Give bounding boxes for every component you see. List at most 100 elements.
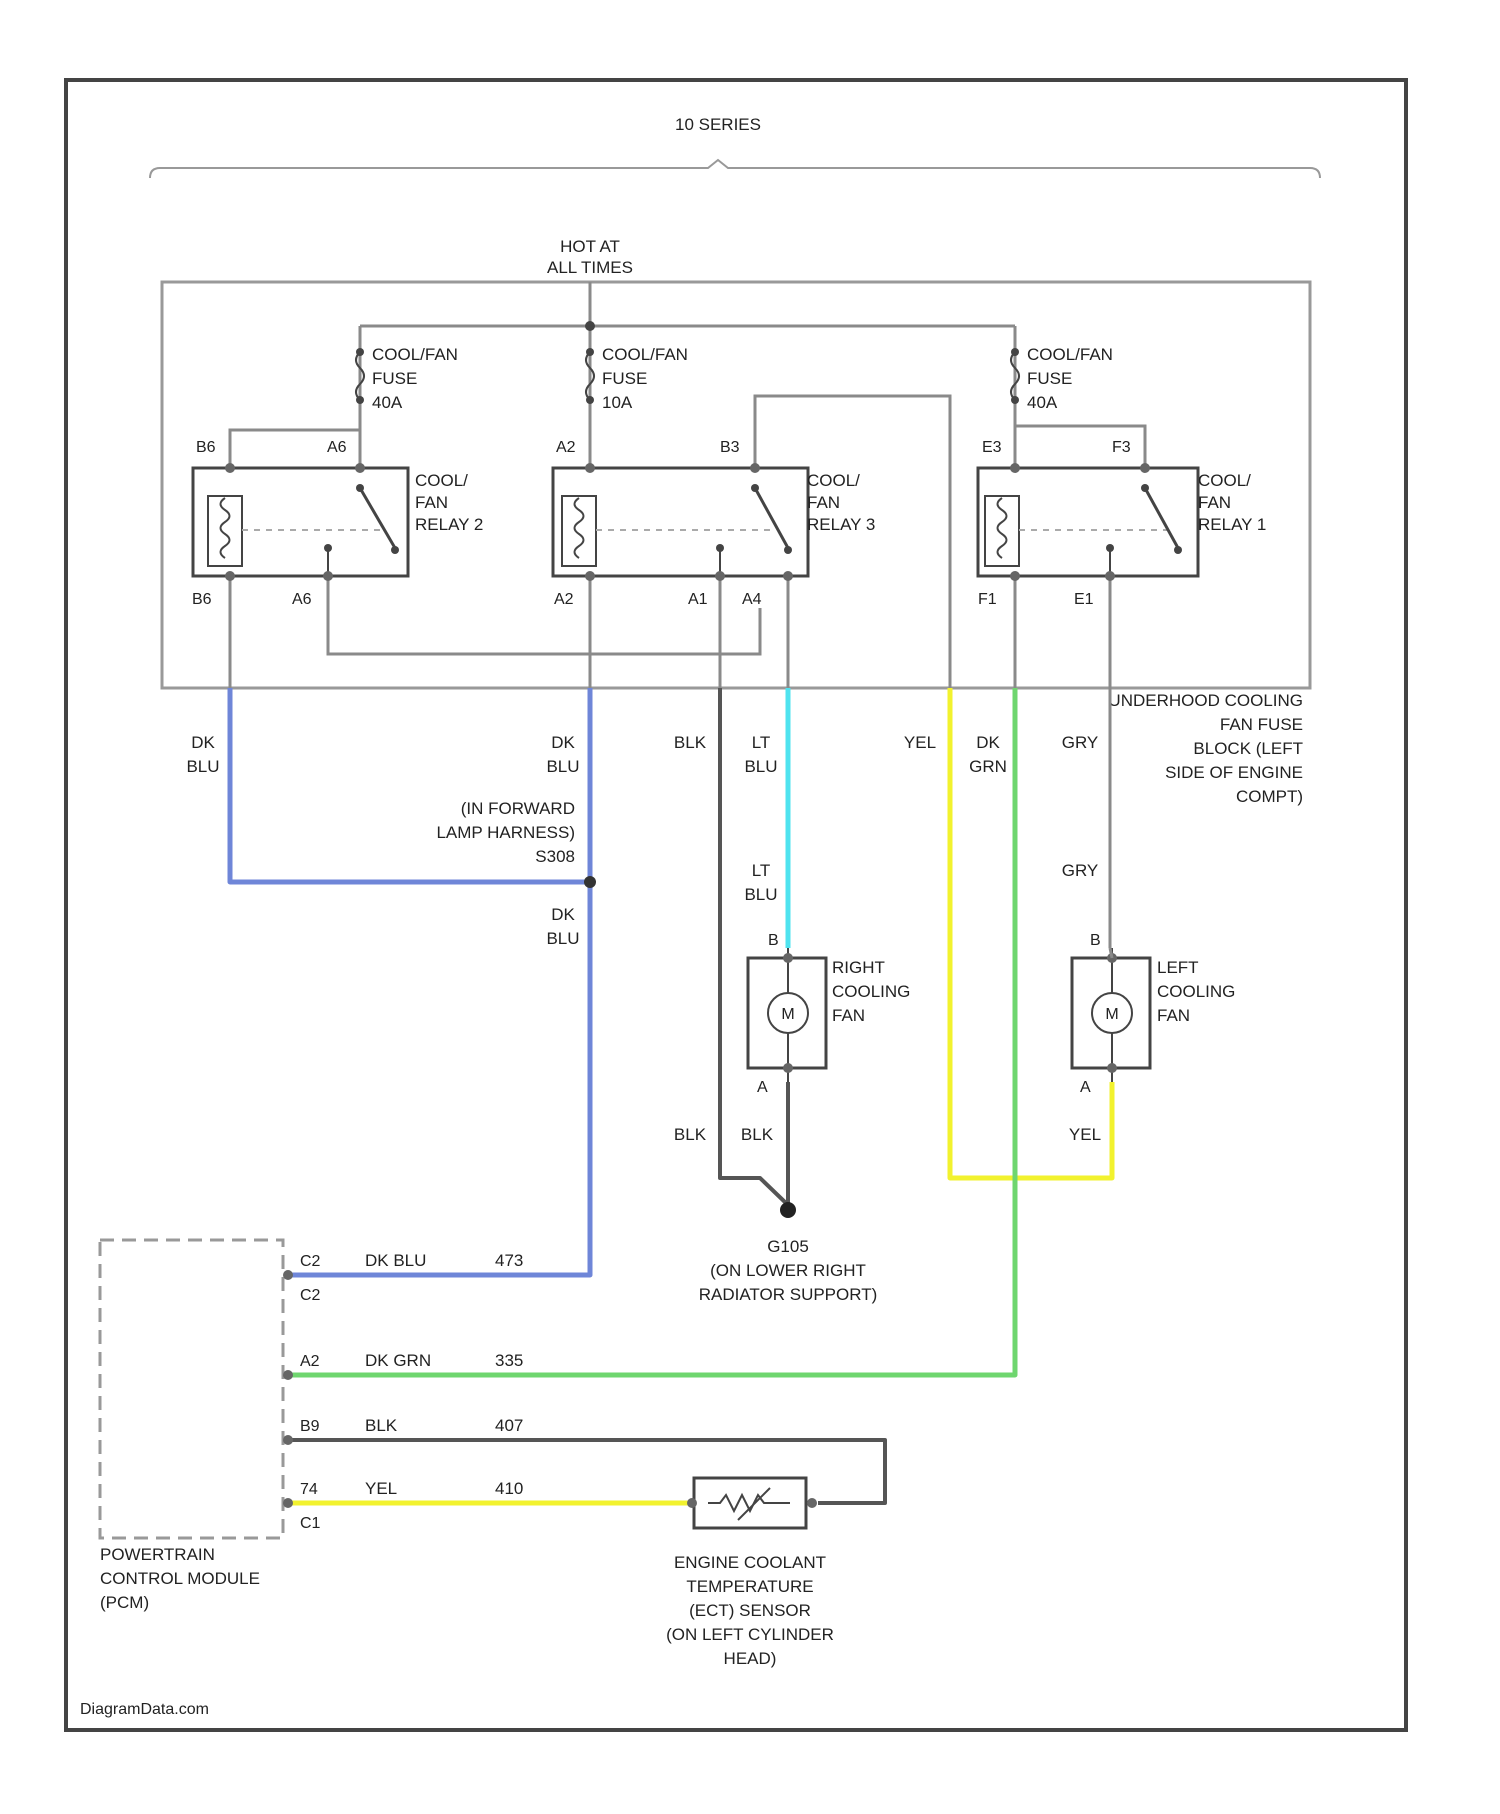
wire-label-dk-1: DK — [191, 733, 215, 752]
pcm-row-2-circuit: 335 — [495, 1351, 523, 1370]
pin-r1-bot-left: F1 — [978, 591, 997, 608]
pcm-row-3-color: BLK — [365, 1416, 398, 1435]
pcm-row-1-conn: C2 — [300, 1287, 321, 1304]
relay-3-label-3: RELAY 3 — [807, 515, 875, 534]
pcm-row-2-pin: A2 — [300, 1353, 320, 1370]
splice-node — [584, 876, 596, 888]
pcm-row-4-pin: 74 — [300, 1481, 318, 1498]
wire-label-lt-1: LT — [752, 733, 771, 752]
fuse-2-label-2: FUSE — [602, 369, 647, 388]
relay-2-label-3: RELAY 2 — [415, 515, 483, 534]
right-fan-pin-b: B — [768, 932, 779, 949]
power-label-line1: HOT AT — [560, 237, 620, 256]
pcm-row-3-pin: B9 — [300, 1418, 320, 1435]
ground-point — [780, 1202, 796, 1218]
fuse-2-label-3: 10A — [602, 393, 633, 412]
left-fan-pin-b: B — [1090, 932, 1101, 949]
fuse-1-label-2: FUSE — [372, 369, 417, 388]
pcm-row-1-color: DK BLU — [365, 1251, 426, 1270]
fuse-block-label-5: COMPT) — [1236, 787, 1303, 806]
wire-label-grn-1: GRN — [969, 757, 1007, 776]
pin-r2-bot-left: B6 — [192, 591, 212, 608]
power-bus-node — [585, 321, 595, 331]
fuse-block-label-1: UNDERHOOD COOLING — [1108, 691, 1303, 710]
pin-r1-top-left: E3 — [982, 439, 1002, 456]
wire-label-blk-1: BLK — [674, 733, 707, 752]
wire-label-yel-1: YEL — [904, 733, 936, 752]
pin-r2-top-right: A6 — [327, 439, 347, 456]
wire-label-dk-4: DK — [551, 905, 575, 924]
fuse-3-label-1: COOL/FAN — [1027, 345, 1113, 364]
wire-label-gry-2: GRY — [1062, 861, 1099, 880]
pin-r1-top-right: F3 — [1112, 439, 1131, 456]
relay-2-label-2: FAN — [415, 493, 448, 512]
left-fan-label-1: LEFT — [1157, 958, 1199, 977]
ground-label-1: G105 — [767, 1237, 809, 1256]
splice-label-2: LAMP HARNESS) — [436, 823, 575, 842]
ect-label-5: HEAD) — [724, 1649, 777, 1668]
power-label-line2: ALL TIMES — [547, 258, 633, 277]
pcm-row-4-circuit: 410 — [495, 1479, 523, 1498]
pcm-row-4-color: YEL — [365, 1479, 397, 1498]
right-fan-label-3: FAN — [832, 1006, 865, 1025]
pcm-label-2: CONTROL MODULE — [100, 1569, 260, 1588]
pcm-row-3-circuit: 407 — [495, 1416, 523, 1435]
left-fan-label-2: COOLING — [1157, 982, 1235, 1001]
ect-sensor — [687, 1478, 817, 1528]
wire-label-blu-2: BLU — [546, 757, 579, 776]
left-fan-motor-symbol: M — [1105, 1006, 1118, 1023]
wire-label-blu-4: BLU — [744, 885, 777, 904]
right-fan-label-1: RIGHT — [832, 958, 885, 977]
ect-label-2: TEMPERATURE — [686, 1577, 813, 1596]
pcm-box — [100, 1240, 283, 1538]
relay-2 — [193, 468, 408, 576]
right-fan-label-2: COOLING — [832, 982, 910, 1001]
relay-3-label-2: FAN — [807, 493, 840, 512]
relay-2-label-1: COOL/ — [415, 471, 468, 490]
wire-dk-grn — [288, 688, 1015, 1375]
ground-label-2: (ON LOWER RIGHT — [710, 1261, 866, 1280]
wire-label-gry-1: GRY — [1062, 733, 1099, 752]
pin-r1-bot-right: E1 — [1074, 591, 1094, 608]
fuse-3-label-2: FUSE — [1027, 369, 1072, 388]
right-fan-pin-a: A — [757, 1079, 768, 1096]
power-bus — [360, 282, 1015, 468]
pin-r3-bot-left: A2 — [554, 591, 574, 608]
relay-3-label-1: COOL/ — [807, 471, 860, 490]
wire-label-blu-3: BLU — [744, 757, 777, 776]
pcm-row-1-pin: C2 — [300, 1253, 321, 1270]
watermark: DiagramData.com — [80, 1701, 209, 1718]
pin-r3-top-left: A2 — [556, 439, 576, 456]
relay-1-label-3: RELAY 1 — [1198, 515, 1266, 534]
fuse-1-label-3: 40A — [372, 393, 403, 412]
pin-r2-top-left: B6 — [196, 439, 216, 456]
fuse-block-label-4: SIDE OF ENGINE — [1165, 763, 1303, 782]
relay-1-label-1: COOL/ — [1198, 471, 1251, 490]
relay-3 — [553, 468, 808, 576]
pin-r2-bot-right: A6 — [292, 591, 312, 608]
wire-label-lt-2: LT — [752, 861, 771, 880]
wire-label-blk-3: BLK — [741, 1125, 774, 1144]
relay-1 — [978, 468, 1198, 576]
ect-label-3: (ECT) SENSOR — [689, 1601, 811, 1620]
relay-1-label-2: FAN — [1198, 493, 1231, 512]
wire-label-blu-5: BLU — [546, 929, 579, 948]
wire-label-yel-2: YEL — [1069, 1125, 1101, 1144]
fuse-2-label-1: COOL/FAN — [602, 345, 688, 364]
pin-r3-bot-right: A4 — [742, 591, 762, 608]
series-title: 10 SERIES — [675, 115, 761, 134]
fuse-1-label-1: COOL/FAN — [372, 345, 458, 364]
pcm-label-1: POWERTRAIN — [100, 1545, 215, 1564]
splice-label-1: (IN FORWARD — [461, 799, 575, 818]
left-fan-label-3: FAN — [1157, 1006, 1190, 1025]
ect-label-1: ENGINE COOLANT — [674, 1553, 826, 1572]
wire-label-blk-2: BLK — [674, 1125, 707, 1144]
ground-label-3: RADIATOR SUPPORT) — [699, 1285, 878, 1304]
pin-r3-top-right: B3 — [720, 439, 740, 456]
right-fan-motor-symbol: M — [781, 1006, 794, 1023]
gry-to-left-fan — [1110, 948, 1112, 958]
left-fan-pin-a: A — [1080, 1079, 1091, 1096]
series-bracket — [150, 160, 1320, 178]
fuse-block-label-3: BLOCK (LEFT — [1193, 739, 1303, 758]
